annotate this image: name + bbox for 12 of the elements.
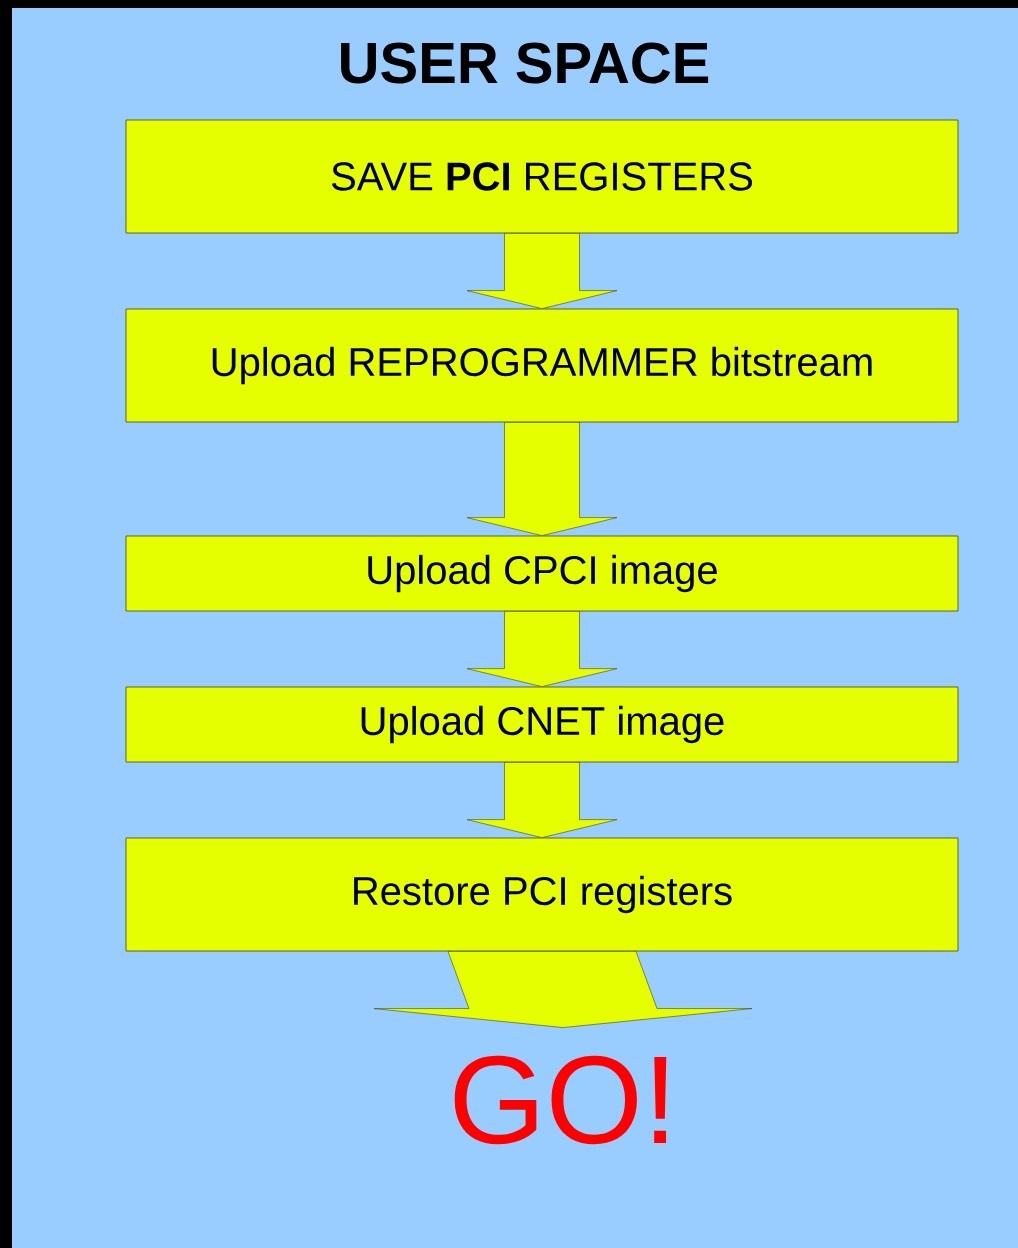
block-arrow <box>466 422 618 536</box>
title: USER SPACE <box>341 42 709 84</box>
block-arrow <box>466 762 618 838</box>
process-box: Upload CPCI image <box>125 535 959 612</box>
process-box: SAVE PCI REGISTERS <box>125 119 959 234</box>
process-box: Upload CNET image <box>125 686 959 763</box>
go-label: GO! <box>454 1055 667 1145</box>
block-arrow <box>466 611 618 687</box>
block-arrow <box>373 951 753 1028</box>
process-box: Restore PCI registers <box>125 837 959 952</box>
process-box: Upload REPROGRAMMER bitstream <box>125 308 959 423</box>
block-arrow <box>466 233 618 309</box>
